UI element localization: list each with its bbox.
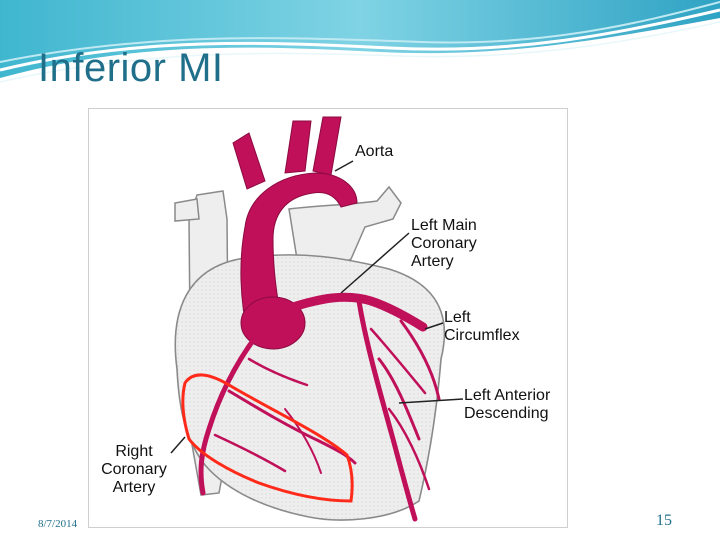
pulmonary-artery bbox=[288, 185, 402, 270]
slide-title: Inferior MI bbox=[38, 46, 224, 90]
heart-diagram: Aorta Left Main Coronary Artery Left Cir… bbox=[88, 108, 568, 528]
header-wave-decoration bbox=[0, 0, 720, 83]
inferior-region-highlight bbox=[181, 373, 354, 503]
label-left-circumflex: Left Circumflex bbox=[444, 309, 520, 344]
label-left-anterior-descending: Left Anterior Descending bbox=[464, 387, 551, 422]
footer-date: 8/7/2014 bbox=[38, 518, 78, 530]
label-right-coronary-artery: Right Coronary Artery bbox=[101, 443, 167, 496]
label-left-main-coronary-artery: Left Main Coronary Artery bbox=[411, 217, 477, 270]
heart-illustration bbox=[170, 116, 464, 522]
label-aorta: Aorta bbox=[355, 143, 394, 160]
label-leader-lines bbox=[170, 160, 464, 454]
slide-number: 15 bbox=[656, 512, 672, 529]
aortic-branches bbox=[232, 116, 342, 190]
